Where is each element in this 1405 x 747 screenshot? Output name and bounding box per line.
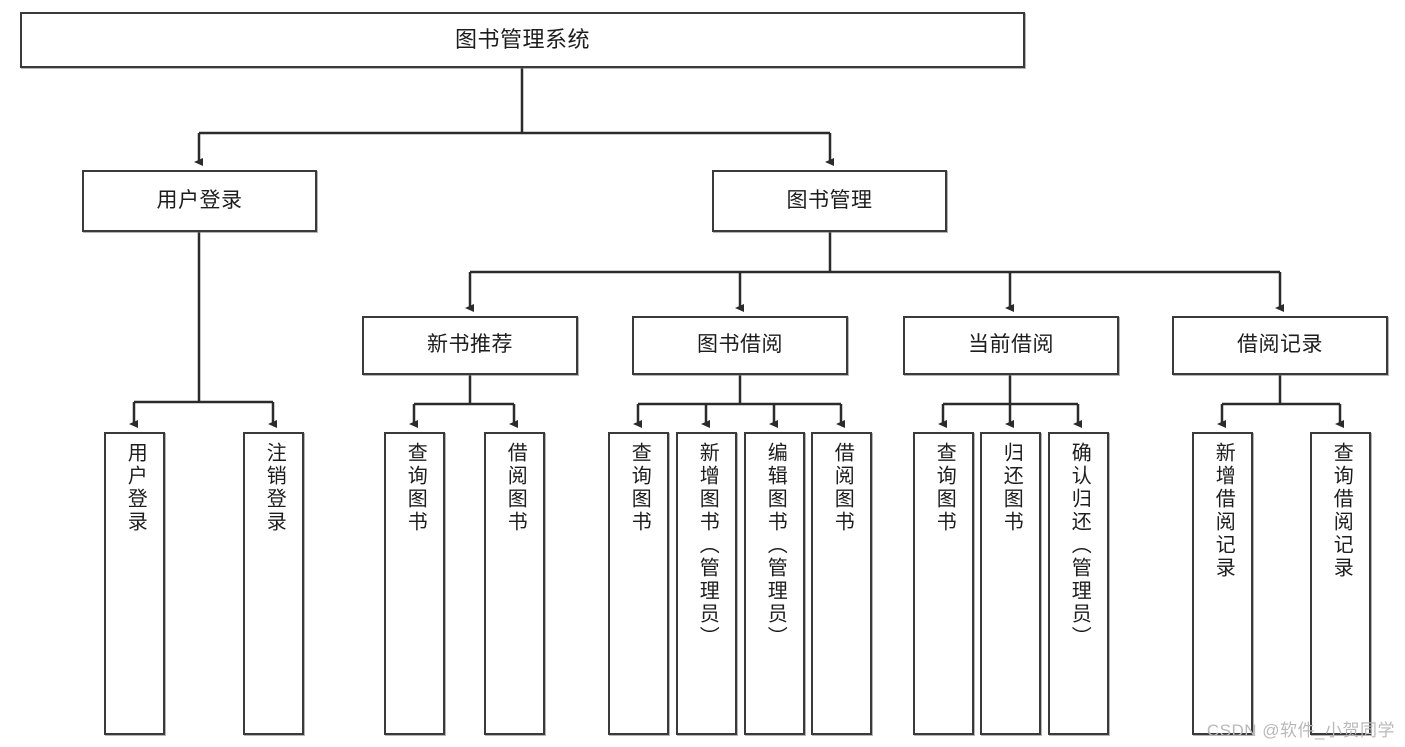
node-label: 查询图书	[628, 442, 651, 534]
leaf-new-book-query[interactable]: 查询图书	[384, 432, 445, 735]
leaf-user-login-login[interactable]: 用户登录	[104, 432, 165, 735]
node-label: 图书管理系统	[454, 27, 590, 53]
node-label: 新增图书（管理员）	[696, 442, 719, 649]
node-label: 新书推荐	[427, 333, 513, 357]
node-label: 查询借阅记录	[1330, 442, 1353, 580]
node-book-borrow[interactable]: 图书借阅	[632, 316, 848, 375]
node-label: 用户登录	[124, 442, 147, 534]
node-label: 确认归还（管理员）	[1068, 442, 1091, 649]
csdn-watermark: CSDN @软件_小贺同学	[1206, 721, 1395, 740]
node-label: 归还图书	[1000, 442, 1023, 534]
node-book-management[interactable]: 图书管理	[712, 170, 947, 232]
node-label: 当前借阅	[968, 333, 1054, 357]
leaf-current-confirm-return-admin[interactable]: 确认归还（管理员）	[1048, 432, 1109, 735]
node-label: 查询图书	[404, 442, 427, 534]
node-borrow-record[interactable]: 借阅记录	[1172, 316, 1388, 375]
node-label: 借阅图书	[504, 442, 527, 534]
node-label: 注销登录	[263, 442, 286, 534]
leaf-borrow-query-book[interactable]: 查询图书	[608, 432, 669, 735]
node-label: 借阅记录	[1237, 333, 1323, 357]
leaf-record-query-record[interactable]: 查询借阅记录	[1310, 432, 1371, 735]
node-label: 图书借阅	[697, 333, 783, 357]
node-label: 编辑图书（管理员）	[764, 442, 787, 649]
leaf-new-book-borrow[interactable]: 借阅图书	[484, 432, 545, 735]
node-label: 用户登录	[156, 188, 243, 212]
leaf-borrow-borrow-book[interactable]: 借阅图书	[811, 432, 872, 735]
leaf-current-return-book[interactable]: 归还图书	[980, 432, 1041, 735]
node-label: 新增借阅记录	[1212, 442, 1235, 580]
leaf-record-add-record[interactable]: 新增借阅记录	[1192, 432, 1253, 735]
node-label: 查询图书	[933, 442, 956, 534]
node-label: 借阅图书	[831, 442, 854, 534]
node-book-management-system[interactable]: 图书管理系统	[20, 12, 1025, 68]
node-new-book-recommend[interactable]: 新书推荐	[362, 316, 578, 375]
node-label: 图书管理	[786, 188, 873, 212]
leaf-borrow-add-book-admin[interactable]: 新增图书（管理员）	[676, 432, 737, 735]
node-user-login[interactable]: 用户登录	[82, 170, 317, 232]
leaf-user-login-logout[interactable]: 注销登录	[243, 432, 304, 735]
leaf-current-query-book[interactable]: 查询图书	[913, 432, 974, 735]
leaf-borrow-edit-book-admin[interactable]: 编辑图书（管理员）	[744, 432, 805, 735]
node-current-borrow[interactable]: 当前借阅	[903, 316, 1119, 375]
